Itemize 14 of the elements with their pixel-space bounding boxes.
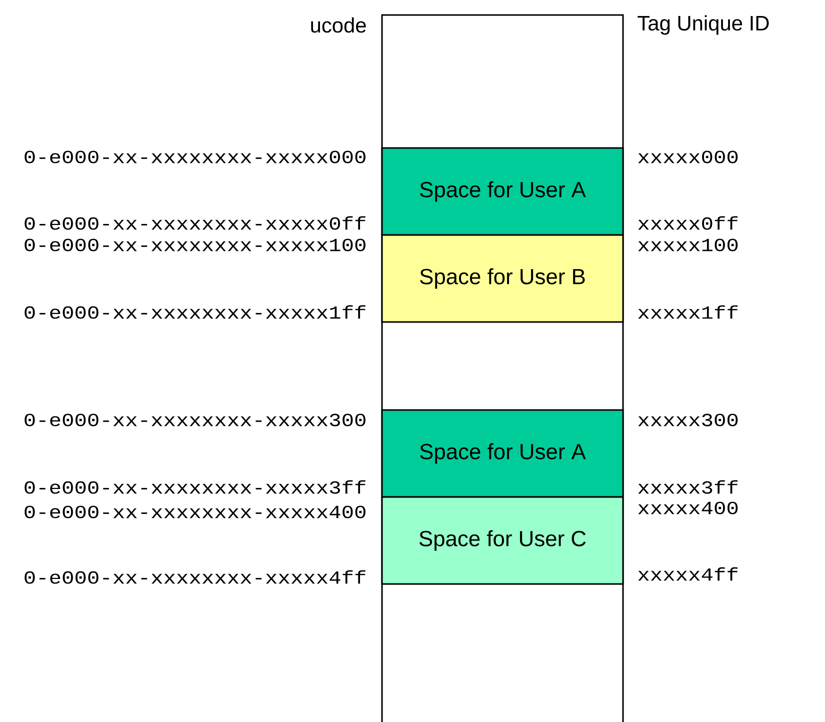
address-label: xxxxx3ff [638, 480, 738, 494]
address-label: xxxxx100 [638, 238, 738, 252]
memory-band: Space for User B [381, 234, 624, 323]
memory-band: Space for User A [381, 147, 624, 236]
column-heading: Tag Unique ID [638, 15, 769, 35]
address-label: 0-e000-xx-xxxxxxxx-xxxxx0ff [24, 216, 366, 230]
address-label: 0-e000-xx-xxxxxxxx-xxxxx100 [24, 238, 366, 252]
address-label: 0-e000-xx-xxxxxxxx-xxxxx400 [24, 506, 366, 518]
address-label: 0-e000-xx-xxxxxxxx-xxxxx3ff [24, 480, 366, 494]
memory-band: Space for User A [381, 409, 624, 498]
memory-band: Space for User C [381, 496, 624, 585]
address-label: xxxxx0ff [638, 216, 738, 230]
address-label: xxxxx400 [638, 502, 738, 514]
column-heading: ucode [311, 17, 366, 33]
